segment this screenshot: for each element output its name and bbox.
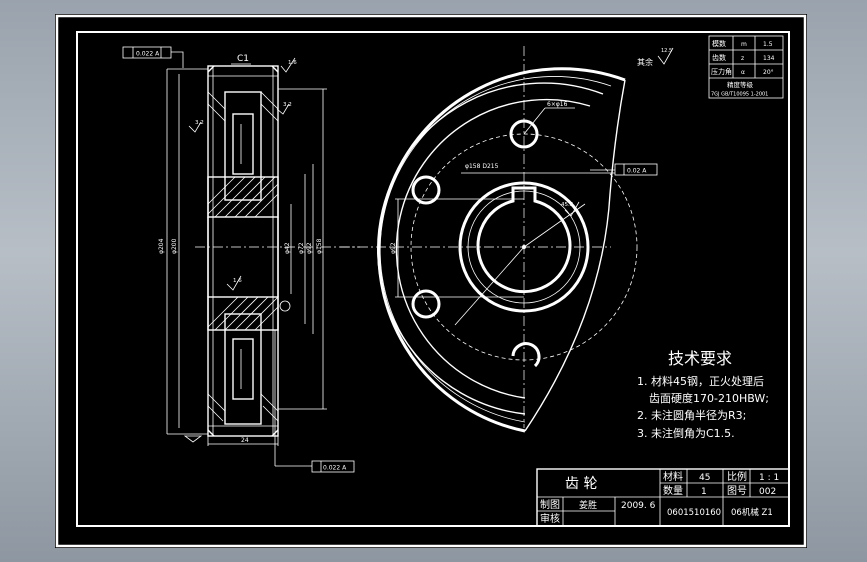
svg-text:比例: 比例 [727, 470, 747, 483]
pcd-label: φ158 D215 [465, 163, 499, 170]
svg-text:压力角: 压力角 [711, 67, 732, 76]
technical-requirements: 技术要求 1. 材料45钢，正火处理后 齿面硬度170-210HBW; 2. 未… [637, 349, 769, 440]
svg-text:α: α [741, 69, 745, 76]
bolt-hole [509, 119, 539, 149]
svg-text:图号: 图号 [727, 485, 747, 497]
tip-circle-arc [377, 67, 626, 433]
tech-req-title: 技术要求 [668, 349, 732, 368]
dim-key: 45.3 [561, 202, 574, 208]
svg-text:2. 未注圆角半径为R3;: 2. 未注圆角半径为R3; [637, 408, 746, 422]
svg-text:姜胜: 姜胜 [579, 499, 597, 511]
rim-outline [207, 65, 279, 437]
roughness-rest-icon [657, 47, 674, 65]
dim-bore: φ42 [284, 242, 291, 254]
roughness-symbol-top [280, 57, 296, 73]
svg-text:0601510160: 0601510160 [667, 508, 721, 518]
tolerance-top-text: 0.022 A [136, 51, 160, 58]
root-circle-arc [377, 82, 604, 415]
inner-frame [76, 31, 790, 527]
tolerance-right-text: 0.02 A [627, 168, 647, 175]
svg-text:制图: 制图 [540, 498, 560, 511]
svg-text:06机械 Z1: 06机械 Z1 [731, 507, 773, 518]
drawing-canvas: φ204 φ200 φ42 φ72 φ92 φ158 C1 0.022 A 1.… [55, 14, 807, 548]
svg-text:m: m [741, 41, 747, 48]
svg-text:1.6: 1.6 [233, 278, 242, 284]
bolt-hole [411, 175, 441, 205]
svg-text:45: 45 [699, 473, 710, 483]
bolt-pitch-circle [410, 133, 638, 361]
dim-width: 24 [241, 437, 249, 444]
svg-text:134: 134 [763, 55, 775, 62]
svg-text:12.5: 12.5 [661, 48, 672, 54]
tolerance-frame-top [122, 46, 172, 59]
svg-text:3. 未注倒角为C1.5.: 3. 未注倒角为C1.5. [637, 426, 735, 440]
drawing-viewport[interactable]: φ204 φ200 φ42 φ72 φ92 φ158 C1 0.022 A 1.… [55, 14, 807, 548]
svg-text:002: 002 [759, 487, 776, 497]
svg-text:1 : 1: 1 : 1 [759, 473, 779, 483]
tolerance-frame-right [614, 163, 658, 176]
bore-with-keyway [476, 186, 572, 294]
svg-text:z: z [741, 55, 744, 62]
dim-hub: φ72 [298, 242, 305, 254]
svg-text:20°: 20° [763, 69, 774, 76]
dim-inner: φ92 [306, 242, 313, 254]
chamfer-label: C1 [237, 54, 249, 64]
svg-text:齿面硬度170-210HBW;: 齿面硬度170-210HBW; [649, 391, 769, 405]
tolerance-bottom-text: 0.022 A [323, 465, 347, 472]
svg-text:1.5: 1.5 [763, 41, 773, 48]
svg-text:审核: 审核 [540, 512, 560, 525]
outer-frame [55, 14, 807, 548]
gear-front-view: φ92 φ158 D215 45.3 6×φ16 0.02 A [340, 46, 658, 433]
hatching-lower [207, 296, 279, 422]
bolt-hole [411, 289, 441, 319]
svg-text:φ92: φ92 [390, 242, 397, 254]
dim-bolt-circle: φ158 [316, 238, 323, 254]
svg-text:1. 材料45钢，正火处理后: 1. 材料45钢，正火处理后 [637, 374, 764, 388]
svg-text:1.6: 1.6 [288, 60, 297, 66]
hub-outer [458, 181, 590, 313]
dim-root-diameter: φ200 [171, 238, 178, 254]
roughness-rest-label: 其余 [637, 57, 653, 67]
svg-text:模数: 模数 [712, 39, 726, 48]
svg-text:1: 1 [701, 487, 707, 497]
svg-text:2009. 6: 2009. 6 [621, 501, 656, 511]
svg-text:数量: 数量 [663, 484, 683, 497]
gear-section-view: φ204 φ200 φ42 φ72 φ92 φ158 C1 0.022 A 1.… [122, 46, 360, 473]
gear-parameter-table: 模数 m 1.5 齿数 z 134 压力角 α 20° 精度等级 7GJ GB/… [708, 35, 784, 99]
svg-text:7GJ GB/T10095 1-2001: 7GJ GB/T10095 1-2001 [711, 92, 768, 98]
svg-text:精度等级: 精度等级 [727, 80, 754, 89]
tolerance-frame-bottom [311, 460, 355, 473]
svg-text:齿数: 齿数 [712, 53, 726, 62]
dim-outer-diameter: φ204 [158, 238, 165, 254]
part-name: 齿 轮 [565, 476, 597, 492]
hatching-upper [207, 91, 279, 218]
svg-text:3.2: 3.2 [283, 102, 292, 108]
title-block: 齿 轮 材料 45 比例 1 : 1 数量 1 图号 002 制图 姜胜 200… [536, 468, 790, 527]
holes-label: 6×φ16 [547, 101, 568, 108]
svg-text:3.2: 3.2 [195, 120, 204, 126]
datum-circle [279, 300, 291, 312]
svg-text:材料: 材料 [663, 470, 683, 483]
